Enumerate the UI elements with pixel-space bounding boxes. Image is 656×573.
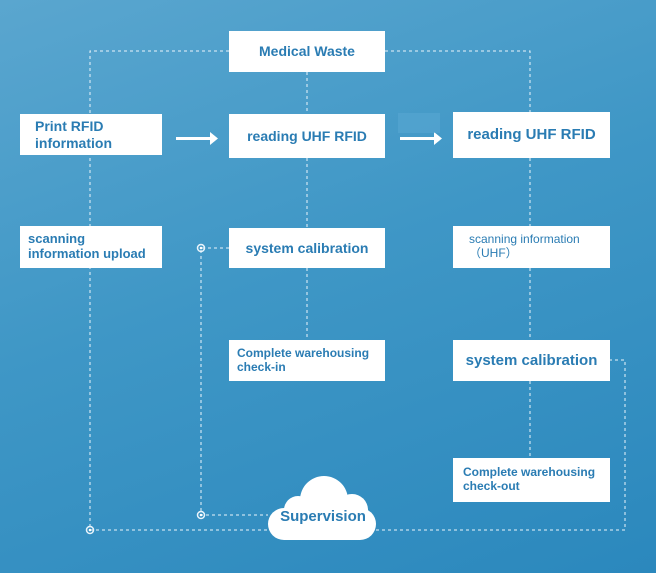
scanning-uhf-box: scanning information （UHF） [453, 226, 610, 268]
system-calibration-box-1: system calibration [229, 228, 385, 268]
arrow-1-shaft [176, 137, 210, 140]
complete-checkin-box: Complete warehousing check-in [229, 340, 385, 381]
arrow-2-head [434, 132, 442, 145]
faint-square [398, 113, 440, 133]
dot-inner-bottom-center [199, 513, 203, 517]
scanning-upload-line1: scanning [28, 231, 86, 247]
cloud-icon [268, 476, 376, 540]
medical-waste-box: Medical Waste [229, 31, 385, 72]
print-rfid-text: Print RFID information [35, 118, 112, 150]
scanning-upload-text: scanning information upload [28, 231, 146, 262]
complete-checkout-line2: check-out [463, 479, 520, 493]
arrow-2-shaft [400, 137, 434, 140]
system-calibration-label-1: system calibration [245, 239, 369, 256]
complete-checkin-line2: check-in [237, 359, 286, 374]
complete-checkout-text: Complete warehousing check-out [463, 465, 596, 494]
line-inner-loop [200, 247, 268, 516]
dot-bottom-left-center [88, 528, 92, 532]
dot-inner-top [196, 243, 206, 253]
reading-uhf-box-2: reading UHF RFID [453, 112, 610, 158]
medical-waste-label: Medical Waste [259, 43, 355, 60]
dot-inner-bottom [196, 510, 206, 520]
reading-uhf-label-2: reading UHF RFID [467, 126, 596, 144]
scanning-uhf-line2: （UHF） [469, 246, 518, 260]
complete-checkin-text: Complete warehousing check-in [237, 345, 370, 375]
complete-checkin-line1: Complete warehousing [237, 345, 370, 360]
supervision-label: Supervision [280, 508, 366, 525]
system-calibration-box-2: system calibration [453, 340, 610, 381]
scanning-uhf-line1: scanning information [469, 232, 580, 247]
complete-checkout-box: Complete warehousing check-out [453, 458, 610, 502]
print-rfid-line1: Print RFID [35, 118, 104, 135]
line-top-right [385, 50, 531, 112]
print-rfid-line2: information [35, 134, 112, 151]
scanning-upload-box: scanning information upload [20, 226, 162, 268]
scanning-upload-line2: information upload [28, 246, 146, 261]
complete-checkout-line1: Complete warehousing [463, 465, 596, 480]
dot-inner-top-center [199, 246, 203, 250]
scanning-uhf-text: scanning information （UHF） [469, 232, 580, 261]
print-rfid-box: Print RFID information [20, 114, 162, 155]
reading-uhf-label-1: reading UHF RFID [247, 127, 367, 144]
dot-bottom-left [85, 525, 95, 535]
line-top-left [89, 50, 229, 530]
arrow-1-head [210, 132, 218, 145]
reading-uhf-box-1: reading UHF RFID [229, 114, 385, 158]
system-calibration-label-2: system calibration [465, 351, 598, 369]
line-bottom-right [376, 359, 626, 531]
